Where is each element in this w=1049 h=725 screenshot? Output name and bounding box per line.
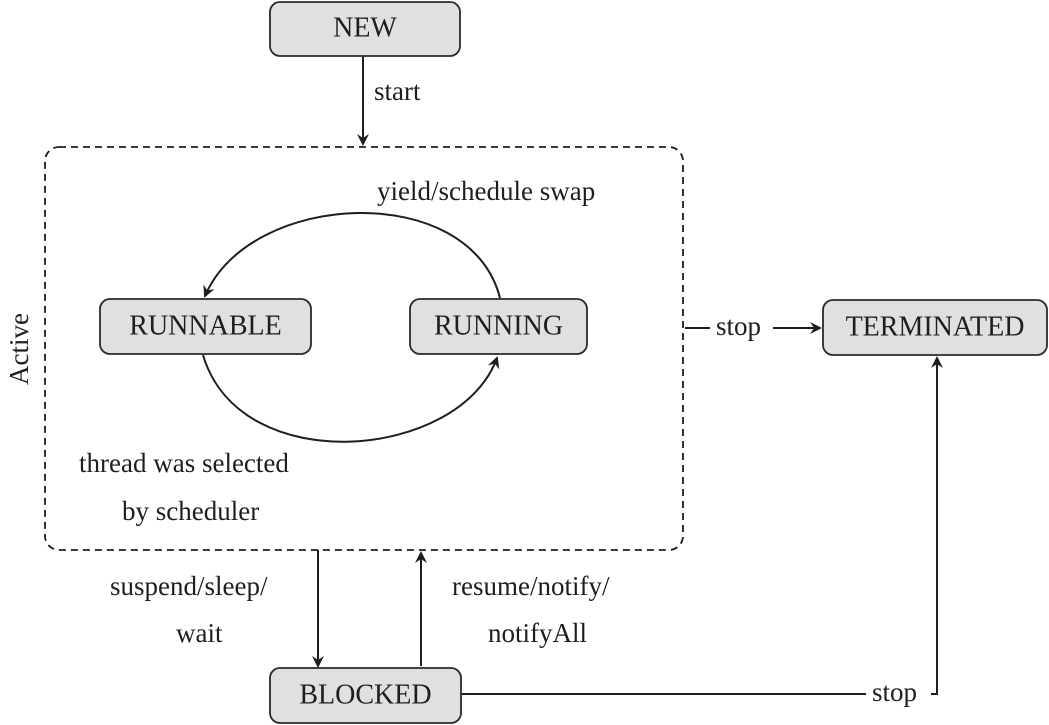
state-terminated-label: TERMINATED	[846, 311, 1025, 342]
label-suspend-line2: wait	[176, 618, 223, 648]
active-region-label: Active	[4, 313, 34, 385]
active-region	[44, 146, 684, 551]
state-running: RUNNING	[409, 298, 588, 355]
state-runnable-label: RUNNABLE	[129, 310, 281, 341]
edge-stop-blocked-arrow	[931, 356, 943, 695]
label-suspend-line1: suspend/sleep/	[110, 571, 268, 601]
label-yield: yield/schedule swap	[377, 176, 595, 206]
edge-yield	[203, 212, 501, 299]
label-selected-line2: by scheduler	[122, 496, 259, 526]
state-new-label: NEW	[333, 12, 397, 43]
state-blocked-label: BLOCKED	[299, 679, 431, 710]
label-stop-blocked: stop	[872, 677, 917, 707]
label-stop-active: stop	[716, 311, 761, 341]
label-resume-line2: notifyAll	[488, 618, 587, 648]
edge-selected	[202, 354, 500, 443]
label-selected-line1: thread was selected	[79, 448, 289, 478]
label-resume-line1: resume/notify/	[452, 571, 610, 601]
state-running-label: RUNNING	[434, 310, 563, 341]
state-terminated: TERMINATED	[822, 299, 1048, 356]
state-new: NEW	[269, 1, 461, 57]
label-start: start	[374, 76, 421, 106]
state-runnable: RUNNABLE	[99, 298, 312, 355]
state-blocked: BLOCKED	[269, 667, 462, 724]
